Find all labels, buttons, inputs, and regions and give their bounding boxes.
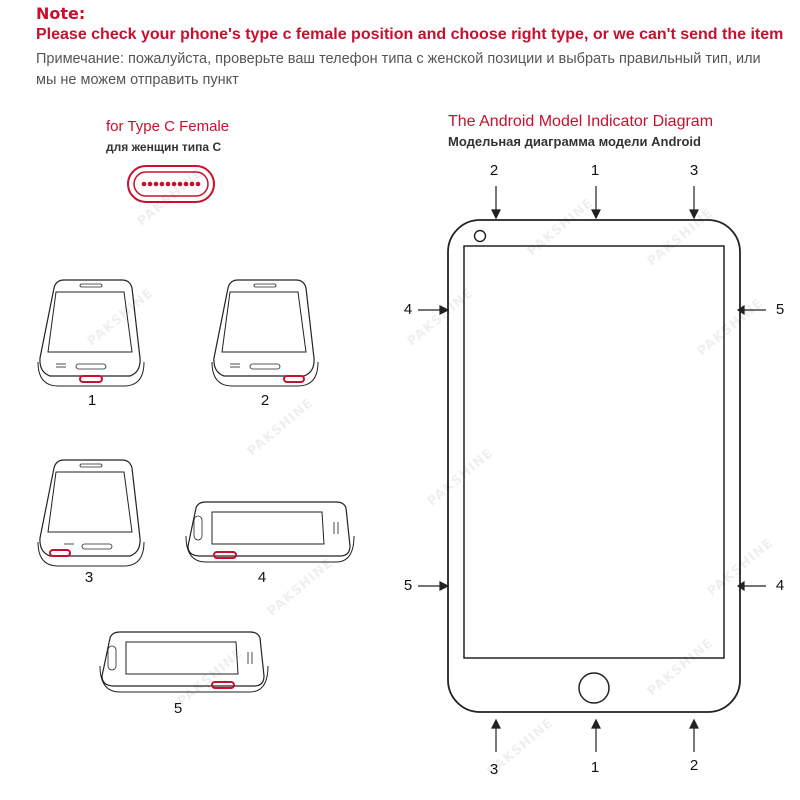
type-c-subtitle: для женщин типа C [106,140,222,154]
tablet-left-label-4: 4 [403,301,413,318]
tablet-bottom-label-2: 2 [689,757,699,774]
phone-4-icon [185,501,355,563]
tablet-left-label-5: 5 [403,577,413,594]
note-text-ru: Примечание: пожалуйста, проверьте ваш те… [36,51,761,88]
tablet-top-label-3: 3 [689,162,699,179]
tablet-bottom-label-1: 1 [590,759,600,776]
type-c-port-icon [127,165,215,203]
note-text-en: Please check your phone's type c female … [36,26,784,43]
type-c-title: for Type C Female [106,118,230,135]
tablet-top-label-1: 1 [590,162,600,179]
phone-label-1: 1 [87,392,97,409]
phone-label-4: 4 [257,569,267,586]
phone-2-icon [211,279,319,387]
android-diagram-title: The Android Model Indicator Diagram [448,113,714,130]
phone-3-icon [37,459,145,567]
camera-icon [473,229,487,243]
phone-1-icon [37,279,145,387]
phone-5-icon [99,631,269,693]
phone-label-2: 2 [260,392,270,409]
phone-label-3: 3 [84,569,94,586]
android-tablet-icon [447,219,741,713]
position-arrows [418,186,766,752]
tablet-right-label-5: 5 [775,301,785,318]
note-label: Note: [36,4,86,23]
android-diagram-subtitle: Модельная диаграмма модели Android [448,134,701,149]
tablet-bottom-label-3: 3 [489,761,499,778]
phone-label-5: 5 [173,700,183,717]
tablet-right-label-4: 4 [775,577,785,594]
home-button-icon [578,672,610,704]
tablet-top-label-2: 2 [489,162,499,179]
